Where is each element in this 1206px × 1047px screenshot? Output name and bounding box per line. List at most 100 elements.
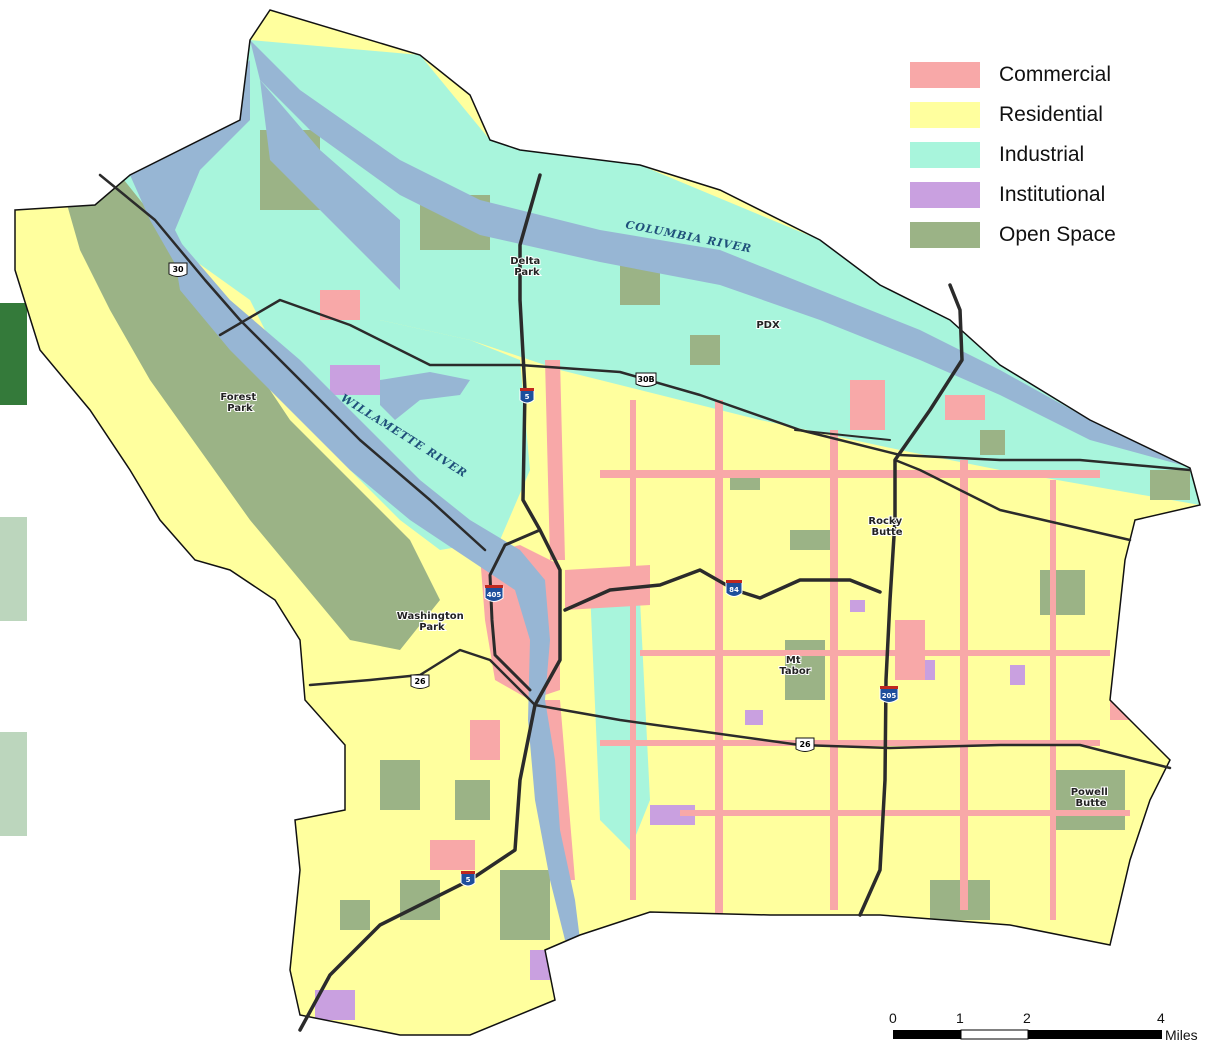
legend-label: Residential: [999, 103, 1103, 126]
scale-segment-black-2: [1028, 1030, 1162, 1039]
forest-park-label: Forest Park: [220, 392, 259, 414]
institutional-patch: [330, 365, 380, 395]
i5-south-shield: 5: [460, 871, 476, 887]
institutional-patch: [315, 990, 355, 1020]
institutional-patch: [850, 600, 865, 612]
route-shields: 5 5 405 84 205 30 30B: [168, 262, 899, 887]
commercial-strip: [680, 810, 1130, 816]
commercial-strip: [600, 740, 1100, 746]
delta-park-label: Delta Park: [510, 256, 544, 278]
institutional-patch: [530, 950, 550, 980]
industrial-willamette: [250, 300, 530, 550]
open-space-patch: [790, 530, 830, 550]
commercial-patch: [945, 395, 985, 420]
i84-label: 84: [729, 586, 739, 594]
i405-shield: 405: [484, 585, 504, 602]
commercial-corridor-north: [545, 360, 565, 560]
i5-north: [298, 173, 562, 1032]
legend-item: Residential: [910, 95, 1180, 135]
side-block-dark: [0, 303, 27, 405]
columbia-slough: [260, 80, 400, 290]
i405-label: 405: [487, 591, 502, 599]
us26-east-shield: 26: [795, 737, 815, 752]
legend-label: Institutional: [999, 183, 1106, 206]
scale-segment-black-1: [893, 1030, 961, 1039]
legend-item: Institutional: [910, 175, 1180, 215]
mt-tabor-label: Mt Tabor: [779, 655, 810, 677]
scale-tick-0: 0: [889, 1010, 897, 1026]
us26-east-label: 26: [799, 740, 811, 749]
legend-swatch: [910, 142, 980, 168]
open-space-patch: [1055, 770, 1125, 830]
open-space-patch: [690, 335, 720, 365]
commercial-strip: [715, 400, 723, 920]
i205-shield: 205: [879, 686, 899, 703]
institutional-patch: [745, 710, 763, 725]
scale-tick-1: 1: [956, 1010, 964, 1026]
open-space-patch: [340, 900, 370, 930]
scale-tick-2: 2: [1023, 1010, 1031, 1026]
rocky-butte-label: Rocky Butte: [868, 516, 905, 538]
willamette-inlet: [380, 372, 470, 420]
powell-butte-label: Powell Butte: [1071, 787, 1112, 809]
us30b-label: 30B: [637, 375, 654, 384]
us26-west-shield: 26: [410, 674, 430, 689]
lombard: [794, 429, 891, 441]
open-space-patch: [400, 880, 440, 920]
commercial-patch: [850, 380, 885, 430]
i5-north-shield: 5: [519, 388, 535, 404]
commercial-patch: [895, 620, 925, 680]
scale-tick-4: 4: [1157, 1010, 1165, 1026]
legend-item: Commercial: [910, 55, 1180, 95]
open-space-patch: [1040, 570, 1085, 615]
open-space-patch: [500, 870, 550, 940]
open-space-patch: [380, 760, 420, 810]
i5-north-label: 5: [525, 393, 530, 401]
us30b: [218, 298, 1192, 472]
pdx-label: PDX: [756, 320, 780, 331]
us30-shield: 30: [168, 262, 188, 277]
columbia-blvd: [893, 458, 1132, 542]
legend-swatch: [910, 62, 980, 88]
open-space-patch: [455, 780, 490, 820]
columbia-river: [250, 40, 1200, 470]
side-block-light-2: [0, 732, 27, 836]
commercial-strip: [640, 650, 1110, 656]
us30b-shield: 30B: [635, 372, 657, 387]
i84-shield: 84: [725, 580, 743, 597]
place-labels: Delta Park PDX Forest Park Rocky Butte W…: [219, 255, 1112, 810]
scale-segment-white: [960, 1029, 1029, 1040]
legend-item: Industrial: [910, 135, 1180, 175]
legend-swatch: [910, 182, 980, 208]
willamette-river: [170, 230, 580, 940]
us26-west-label: 26: [414, 677, 426, 686]
i205-label: 205: [882, 692, 897, 700]
commercial-strip: [1050, 480, 1056, 920]
i205: [858, 283, 964, 917]
commercial-strip: [600, 470, 1100, 478]
forest-park-area: [60, 175, 440, 650]
us30: [98, 173, 487, 552]
legend-label: Open Space: [999, 223, 1116, 246]
scale-bar: [893, 1029, 1162, 1040]
commercial-patch: [320, 290, 360, 320]
commercial-patch: [470, 720, 500, 760]
commercial-strip: [630, 400, 636, 900]
legend-item: Open Space: [910, 215, 1180, 255]
institutional-patch: [1010, 665, 1025, 685]
us30-label: 30: [172, 265, 184, 274]
i5-south-label: 5: [466, 876, 471, 884]
legend-label: Commercial: [999, 63, 1112, 86]
legend-label: Industrial: [999, 143, 1085, 166]
washington-park-label: Washington Park: [397, 611, 467, 633]
commercial-strip: [960, 460, 968, 910]
side-block-light-1: [0, 517, 27, 621]
scale-unit: Miles: [1165, 1027, 1198, 1043]
open-space-patch: [1150, 470, 1190, 500]
open-space-patch: [980, 430, 1005, 455]
legend-swatch: [910, 102, 980, 128]
commercial-strip: [830, 430, 838, 910]
commercial-patch: [430, 840, 475, 870]
